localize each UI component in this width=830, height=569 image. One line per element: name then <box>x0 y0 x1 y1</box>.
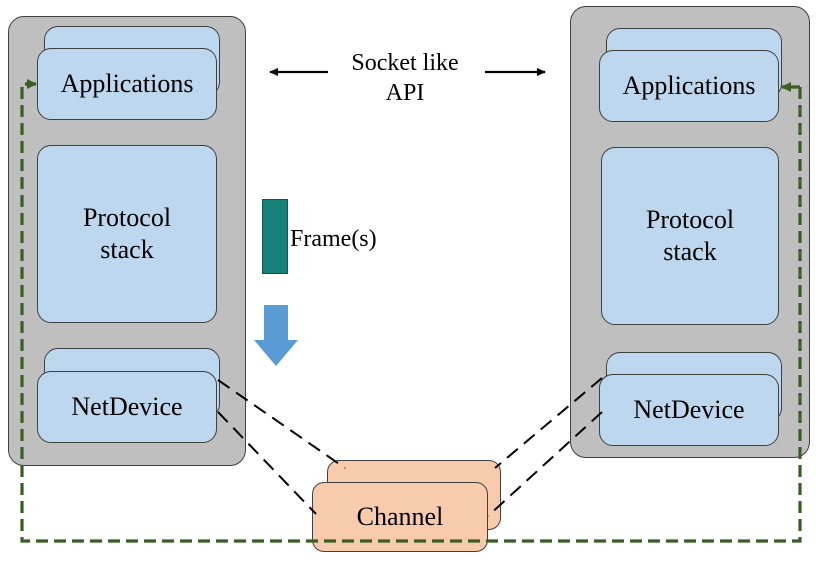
frame-label: Frame(s) <box>290 226 377 252</box>
left-netdevice-box[interactable]: NetDevice <box>37 371 217 443</box>
left-applications-label: Applications <box>60 68 194 98</box>
api-label-line2: API <box>385 80 425 106</box>
right-protocol-stack-box[interactable]: Protocol stack <box>601 147 779 325</box>
right-link-lower <box>487 411 603 517</box>
left-protocol-stack-line2: stack <box>100 235 154 264</box>
right-applications-box[interactable]: Applications <box>599 50 779 122</box>
right-netdevice-box[interactable]: NetDevice <box>599 374 779 446</box>
api-label-line1: Socket like <box>351 50 459 76</box>
left-protocol-stack-line1: Protocol <box>82 202 172 232</box>
left-protocol-stack-box[interactable]: Protocol stack <box>37 145 217 323</box>
right-protocol-stack-line2: stack <box>663 237 717 266</box>
right-applications-label: Applications <box>622 70 756 100</box>
left-netdevice-label: NetDevice <box>71 391 183 421</box>
left-link-upper <box>217 379 346 469</box>
api-label: Socket like API <box>340 48 470 108</box>
right-netdevice-label: NetDevice <box>633 394 745 424</box>
end-to-end-path <box>20 79 802 543</box>
right-protocol-stack-line1: Protocol <box>645 204 735 234</box>
frame-icon <box>262 199 288 274</box>
left-link-lower <box>217 411 317 515</box>
channel-label: Channel <box>356 502 444 531</box>
left-applications-box[interactable]: Applications <box>37 48 217 120</box>
down-arrow-icon <box>254 305 298 366</box>
right-link-upper <box>494 377 603 469</box>
